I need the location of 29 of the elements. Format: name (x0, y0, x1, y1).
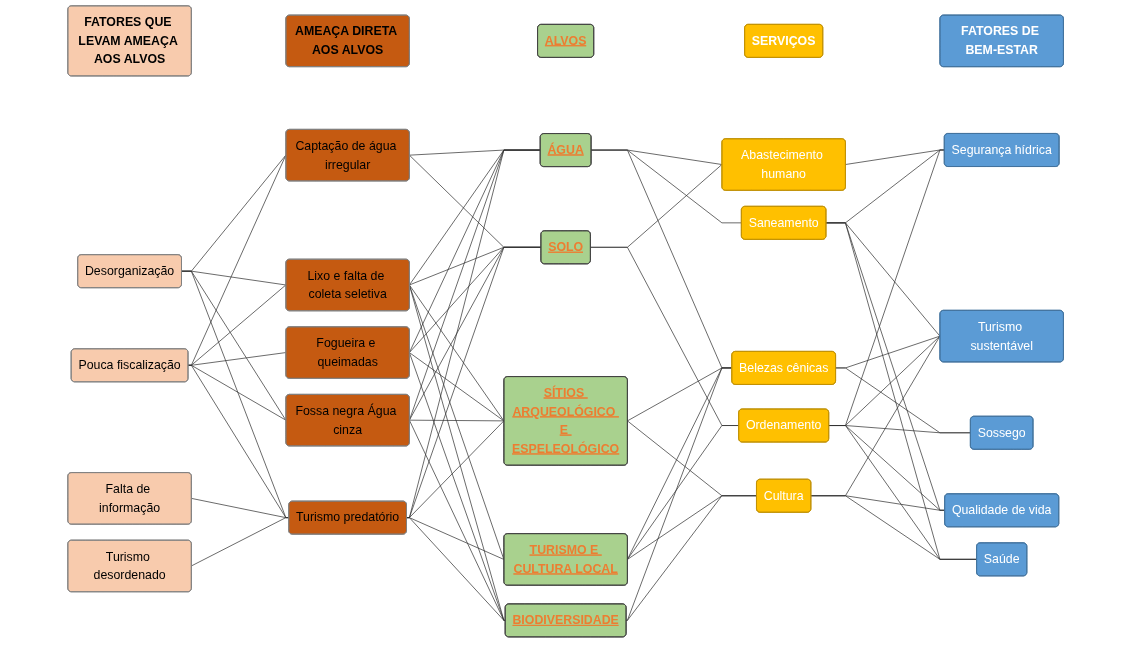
connector (408, 149, 541, 353)
connector (406, 246, 542, 518)
connector (810, 495, 977, 560)
connector (406, 517, 506, 621)
connector (626, 367, 732, 422)
connector (408, 352, 506, 621)
connector (626, 420, 757, 497)
connector (408, 284, 506, 621)
connector (181, 270, 289, 518)
connector (187, 284, 287, 366)
connector (408, 149, 541, 286)
connector (408, 352, 505, 422)
connector (408, 149, 541, 421)
connector (626, 425, 739, 560)
connector (190, 517, 289, 567)
connector (408, 246, 542, 353)
connector (406, 420, 505, 518)
connector (408, 246, 542, 421)
connector (408, 284, 505, 422)
connector (408, 419, 505, 422)
connector (590, 149, 742, 224)
connector (408, 419, 506, 621)
connector (625, 367, 732, 621)
connector (626, 367, 732, 560)
connector (408, 246, 542, 286)
connector (181, 270, 287, 286)
connector (406, 149, 541, 518)
connector (408, 284, 505, 560)
connector (181, 270, 287, 421)
